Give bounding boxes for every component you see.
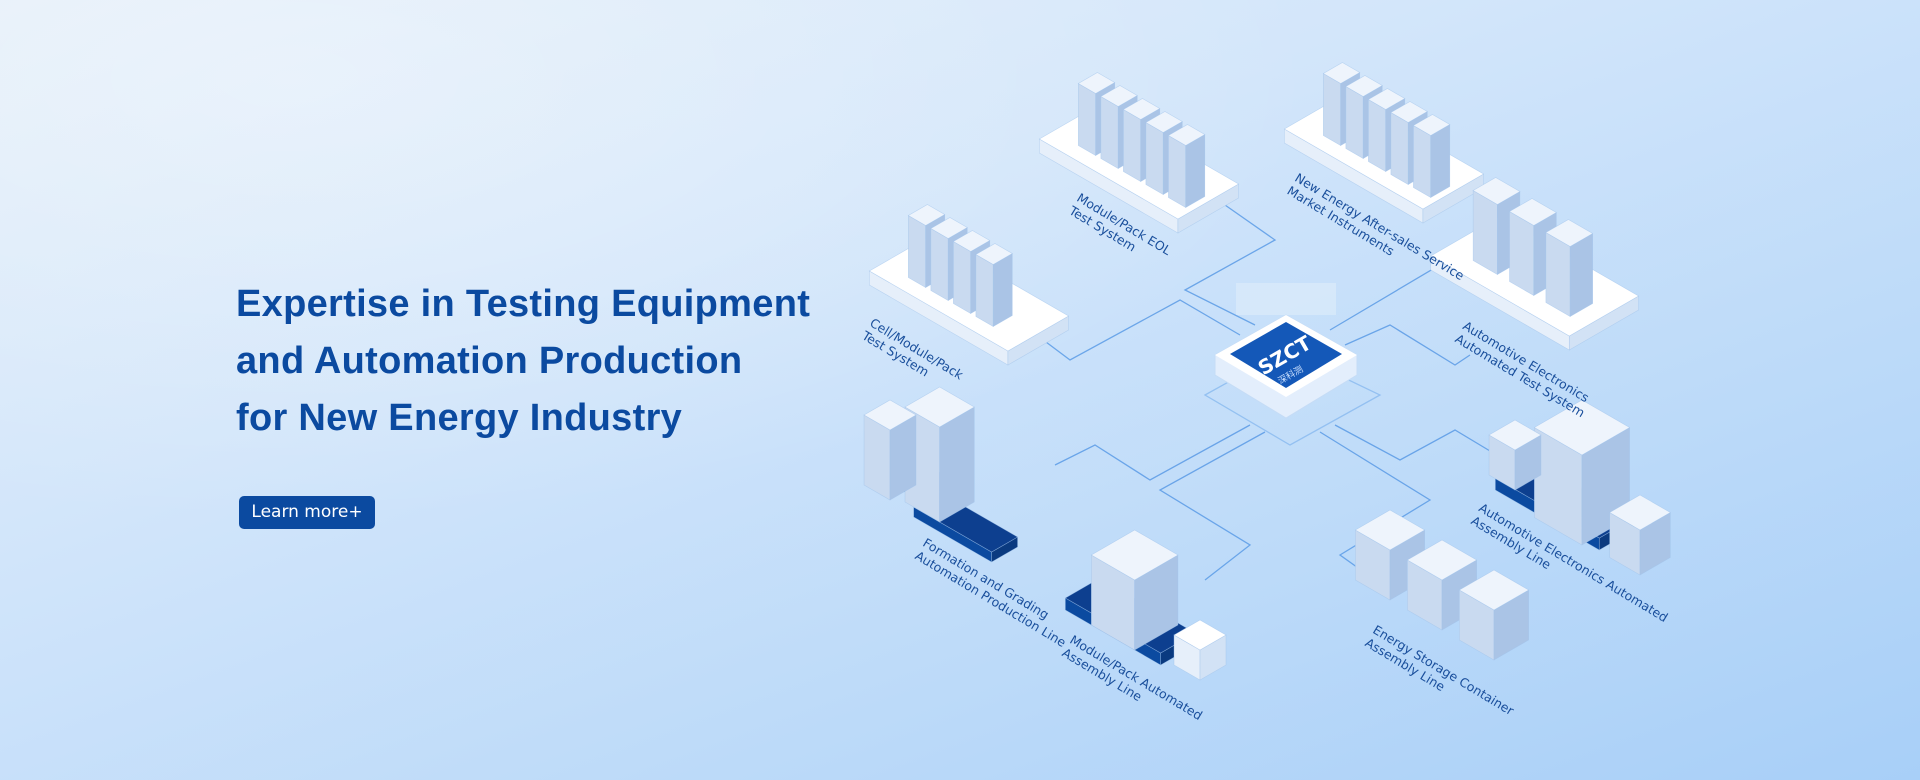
server-cabinet-top <box>952 230 991 252</box>
server-cabinet-top <box>930 217 968 239</box>
server-cabinet-top <box>1345 75 1383 97</box>
server-cabinet-top <box>1472 177 1521 205</box>
server-cabinet-side <box>1509 210 1535 297</box>
server-cabinet-side <box>953 240 972 315</box>
server-cabinet-side <box>1368 98 1387 173</box>
server-cabinet-side <box>975 253 994 328</box>
connector-line <box>1029 299 1241 361</box>
server-cabinet-top <box>1412 114 1451 136</box>
server-cabinet-side <box>930 227 949 302</box>
pallet-stack-top <box>1173 619 1227 651</box>
server-cabinet-top <box>1508 198 1557 226</box>
connector-line <box>1334 424 1506 461</box>
server-cabinet-side <box>1390 111 1409 186</box>
storage-container-top <box>1406 539 1478 581</box>
server-cabinet-side <box>1569 232 1593 318</box>
server-cabinet-side <box>1168 134 1187 209</box>
server-cabinet-top <box>1322 62 1361 84</box>
output-box-top <box>1609 494 1671 531</box>
headline-line-1: Expertise in Testing Equipment <box>236 283 811 325</box>
server-cabinet-side <box>1100 95 1119 170</box>
hero-headline: Expertise in Testing Equipment and Autom… <box>236 276 810 447</box>
feeder-box-top <box>1488 419 1542 451</box>
server-cabinet-top <box>907 204 946 226</box>
server-cabinet-side <box>1430 123 1451 199</box>
formation-cabinet-top <box>904 386 975 428</box>
server-cabinet-top <box>1545 219 1594 247</box>
server-cabinet-top <box>1167 124 1206 146</box>
hub-box: SZCT 深科测 <box>1214 283 1358 419</box>
server-cabinet-top <box>1390 101 1428 123</box>
server-cabinet-side <box>1323 72 1341 147</box>
headline-line-3: for New Energy Industry <box>236 397 683 439</box>
server-cabinet-side <box>1413 124 1432 199</box>
connector-line <box>1183 204 1277 326</box>
server-cabinet-side <box>1185 133 1206 209</box>
connector-line <box>1158 431 1266 581</box>
server-cabinet-side <box>1078 82 1096 157</box>
storage-container-top <box>1458 569 1530 611</box>
learn-more-button[interactable]: Learn more+ <box>239 496 375 529</box>
server-cabinet-top <box>1122 98 1161 120</box>
server-cabinet-side <box>1545 231 1571 318</box>
server-cabinet-side <box>908 214 926 289</box>
server-cabinet-top <box>1100 85 1138 107</box>
assembly-machine-top <box>1090 529 1179 581</box>
headline-line-2: and Automation Production <box>236 340 743 382</box>
server-cabinet-side <box>1145 121 1164 196</box>
server-cabinet-side <box>1345 85 1364 160</box>
hub-glow <box>1236 283 1336 315</box>
server-cabinet-top <box>1077 72 1116 94</box>
storage-container-top <box>1354 509 1426 551</box>
server-cabinet-side <box>1472 189 1498 276</box>
connector-line <box>1344 324 1471 366</box>
hub-screen <box>1230 322 1342 388</box>
server-cabinet-top <box>1367 88 1406 110</box>
server-cabinet-side <box>1123 108 1142 183</box>
server-cabinet-top <box>1145 111 1183 133</box>
rack-cabinet-top <box>863 399 917 431</box>
connector-line <box>1054 424 1251 481</box>
server-cabinet-side <box>992 252 1013 328</box>
assembly-machine-top <box>1533 399 1631 456</box>
server-cabinet-top <box>975 243 1013 265</box>
